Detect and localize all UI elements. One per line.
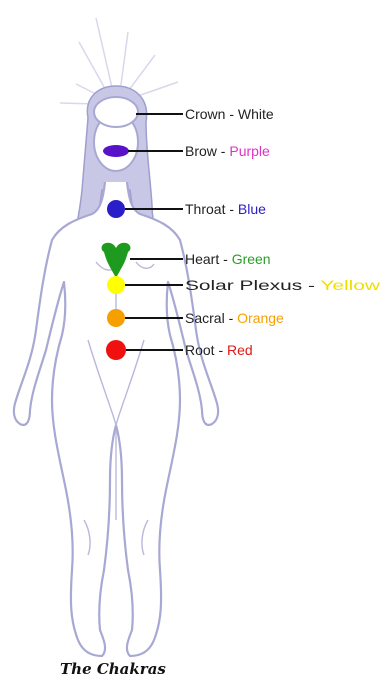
throat-color-word: Blue bbox=[238, 201, 266, 217]
label-throat: Throat - Blue bbox=[185, 201, 266, 217]
caption: The Chakras bbox=[60, 660, 166, 678]
label-crown: Crown - White bbox=[185, 106, 274, 122]
label-root: Root - Red bbox=[185, 342, 253, 358]
sacral-chakra bbox=[107, 309, 125, 327]
crown-halo bbox=[94, 97, 138, 127]
sacral-name: Sacral bbox=[185, 310, 225, 326]
brow-color-word: Purple bbox=[229, 143, 270, 159]
solar-plexus-color-word: Yellow bbox=[320, 277, 381, 293]
label-heart: Heart - Green bbox=[185, 251, 271, 267]
solar-plexus-name: Solar Plexus bbox=[185, 277, 302, 293]
brow-chakra bbox=[103, 145, 129, 157]
root-color-word: Red bbox=[227, 342, 253, 358]
label-brow: Brow - Purple bbox=[185, 143, 270, 159]
label-solar-plexus: Solar Plexus - Yellow bbox=[185, 277, 381, 293]
throat-chakra bbox=[107, 200, 125, 218]
brow-name: Brow bbox=[185, 143, 218, 159]
root-name: Root bbox=[185, 342, 215, 358]
heart-color-word: Green bbox=[232, 251, 271, 267]
crown-color-word: White bbox=[238, 106, 274, 122]
label-sacral: Sacral - Orange bbox=[185, 310, 284, 326]
root-chakra bbox=[106, 340, 126, 360]
crown-name: Crown bbox=[185, 106, 225, 122]
throat-name: Throat bbox=[185, 201, 226, 217]
sacral-color-word: Orange bbox=[237, 310, 284, 326]
heart-name: Heart bbox=[185, 251, 219, 267]
solar-plexus-chakra bbox=[107, 276, 125, 294]
